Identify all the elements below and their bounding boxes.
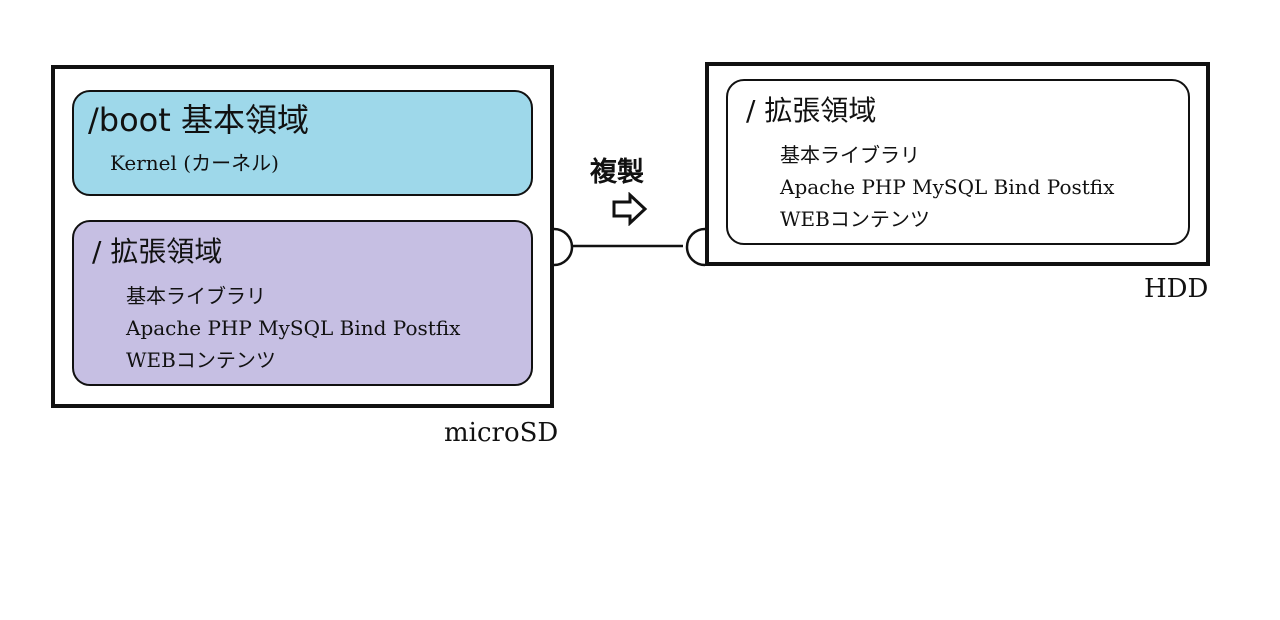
hdd-root-title: / 拡張領域 [746,94,877,127]
copy-label: 複製 [590,157,644,188]
microsd-device: /boot 基本領域 Kernel (カーネル) / 拡張領域 基本ライブラリ … [51,65,554,408]
hdd-root-line: WEBコンテンツ [780,207,930,231]
microsd-root-partition: / 拡張領域 基本ライブラリ Apache PHP MySQL Bind Pos… [72,220,533,386]
microsd-root-line: WEBコンテンツ [126,348,276,372]
hdd-root-line: Apache PHP MySQL Bind Postfix [780,175,1115,199]
microsd-root-title: / 拡張領域 [92,235,223,268]
microsd-root-line: Apache PHP MySQL Bind Postfix [126,316,461,340]
microsd-port-icon [553,227,574,267]
boot-partition-contents: Kernel (カーネル) [110,147,279,179]
hdd-device: / 拡張領域 基本ライブラリ Apache PHP MySQL Bind Pos… [705,62,1210,266]
boot-partition: /boot 基本領域 Kernel (カーネル) [72,90,533,196]
hdd-root-contents: 基本ライブラリ Apache PHP MySQL Bind Postfix WE… [780,139,1114,235]
microsd-label: microSD [444,418,559,448]
microsd-root-contents: 基本ライブラリ Apache PHP MySQL Bind Postfix WE… [126,280,460,376]
boot-line: Kernel (カーネル) [110,151,279,175]
right-outline-arrow-icon [612,192,648,226]
microsd-root-line: 基本ライブラリ [126,284,266,308]
boot-partition-title: /boot 基本領域 [88,101,309,139]
hdd-root-partition: / 拡張領域 基本ライブラリ Apache PHP MySQL Bind Pos… [726,79,1190,245]
hdd-port-icon [685,227,706,267]
hdd-root-line: 基本ライブラリ [780,143,920,167]
hdd-label: HDD [1144,274,1209,304]
